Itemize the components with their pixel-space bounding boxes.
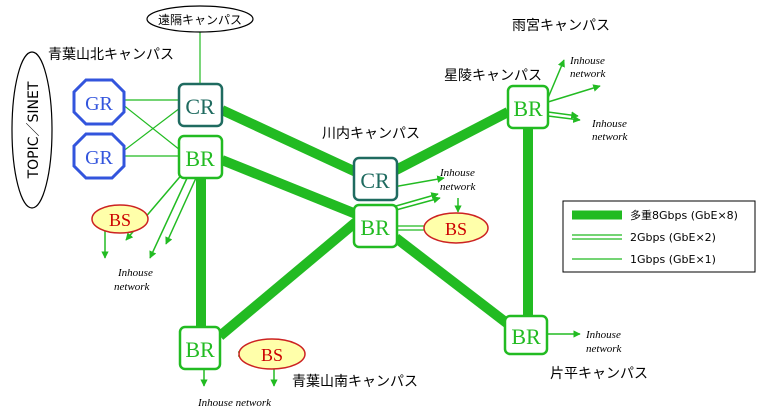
gr-router-2: GR — [72, 132, 126, 180]
katahira-label: 片平キャンパス — [550, 366, 648, 382]
br-north: BR — [177, 134, 224, 180]
inhouse-hoshi-top-line2: network — [570, 68, 607, 80]
kawauchi-label: 川内キャンパス — [322, 126, 420, 142]
legend: 多重8Gbps (GbE×8) 2Gbps (GbE×2) 1Gbps (GbE… — [562, 200, 756, 273]
inhouse-hoshi-top-line1: Inhouse — [569, 55, 605, 67]
hoshi-label: 星陵キャンパス — [444, 68, 542, 84]
legend-1gbps: 1Gbps (GbE×1) — [630, 253, 716, 266]
gr-router-1: GR — [72, 78, 126, 126]
link-center-to-katahira — [392, 234, 512, 328]
br-katahira: BR — [503, 314, 549, 356]
inhouse-north-line1: Inhouse — [117, 267, 153, 279]
bs-north-label: BS — [109, 210, 131, 230]
inhouse-katahira-line1: Inhouse — [585, 329, 621, 341]
trunk-links — [196, 105, 533, 340]
bs-center-label: BS — [445, 219, 467, 239]
inhouse-north-line2: network — [114, 281, 151, 293]
br-center: BR — [352, 203, 399, 249]
thin-links — [121, 30, 201, 157]
remote-campus-label: 遠隔キャンパス — [158, 13, 242, 27]
link-cr-north-to-center — [219, 105, 359, 177]
aoba-north-label: 青葉山北キャンパス — [48, 47, 174, 63]
br-hoshi-label: BR — [513, 96, 543, 121]
inhouse-south-label: Inhouse network — [197, 397, 272, 409]
inhouse-center-line2: network — [440, 181, 477, 193]
amamiya-label: 雨宮キャンパス — [512, 18, 610, 34]
remote-campus: 遠隔キャンパス — [146, 5, 254, 33]
br-katahira-label: BR — [511, 324, 541, 349]
br-center-label: BR — [360, 215, 390, 240]
topic-sinet: TOPIC／SINET — [11, 51, 53, 209]
br-north-label: BR — [185, 146, 215, 171]
cr-north-label: CR — [185, 94, 215, 119]
gr1-label: GR — [85, 93, 113, 115]
inhouse-katahira-line2: network — [586, 343, 623, 355]
aoba-south-label: 青葉山南キャンパス — [292, 374, 418, 390]
bs-south-label: BS — [261, 345, 283, 365]
gr2-label: GR — [85, 147, 113, 169]
topic-sinet-label: TOPIC／SINET — [26, 81, 42, 179]
br-south-label: BR — [185, 337, 215, 362]
bs-south: BS — [238, 338, 306, 370]
inhouse-center-line1: Inhouse — [439, 167, 475, 179]
link-br-north-to-center — [220, 155, 358, 219]
cr-north: CR — [177, 82, 224, 128]
cr-center: CR — [352, 156, 399, 202]
inhouse-arrows — [101, 59, 601, 387]
inhouse-labels: Inhouse network Inhouse network Inhouse … — [114, 55, 629, 409]
cr-center-label: CR — [360, 168, 390, 193]
legend-8gbps: 多重8Gbps (GbE×8) — [630, 208, 738, 222]
br-hoshi: BR — [506, 84, 550, 130]
inhouse-hoshi-right-line2: network — [592, 131, 629, 143]
link-center-to-south — [216, 218, 360, 340]
inhouse-hoshi-right-line1: Inhouse — [591, 118, 627, 130]
link-center-to-hoshi — [393, 107, 511, 175]
br-south: BR — [178, 325, 222, 371]
bs-center: BS — [423, 212, 489, 244]
bs-north: BS — [91, 204, 149, 234]
legend-2gbps: 2Gbps (GbE×2) — [630, 231, 716, 244]
